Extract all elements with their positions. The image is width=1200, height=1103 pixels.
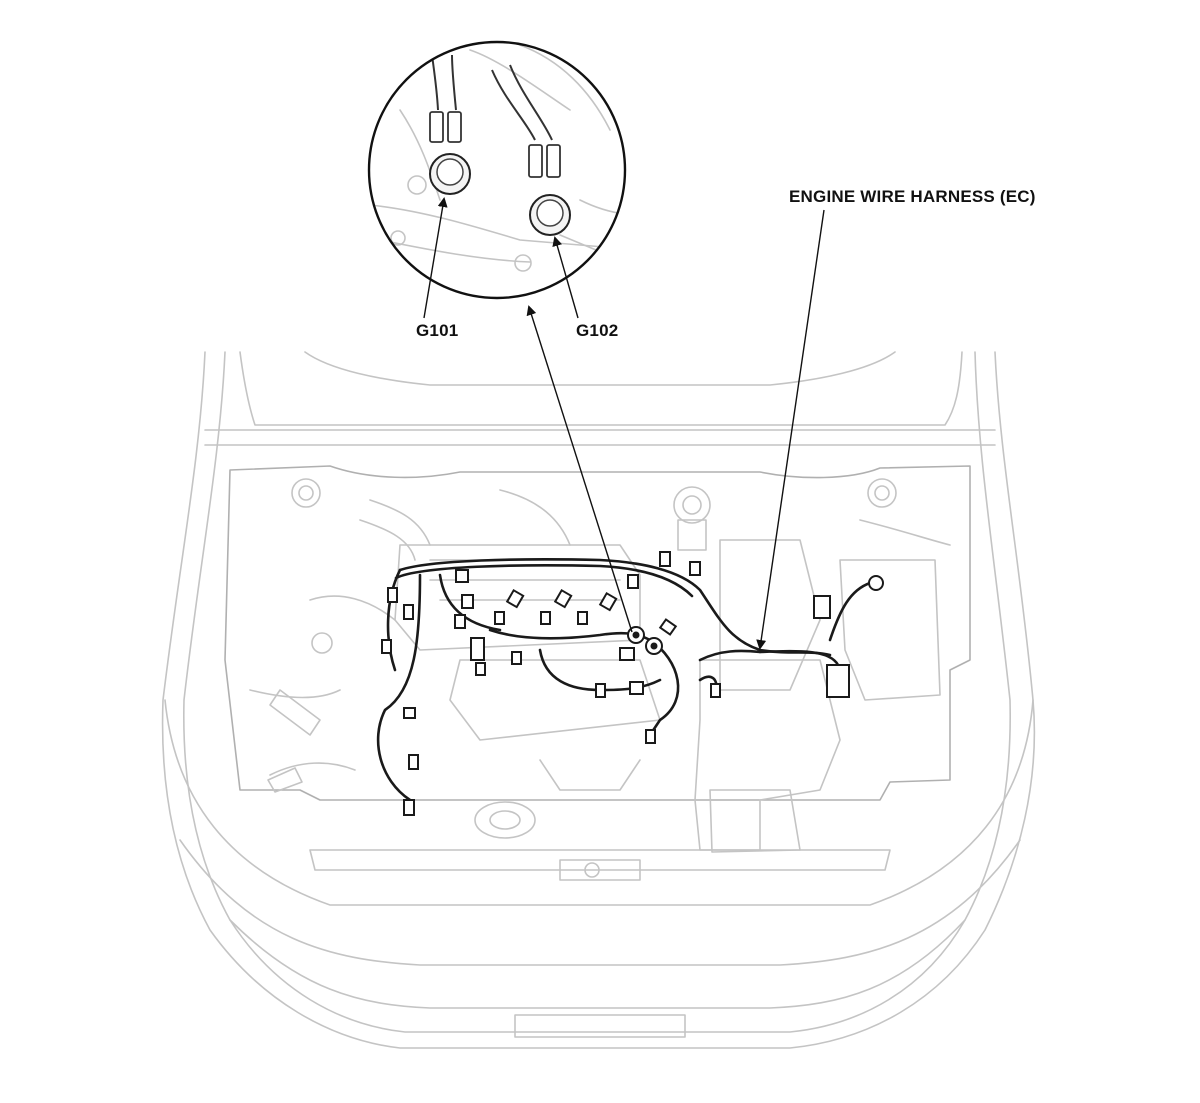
- zoom-arrow: [526, 305, 633, 633]
- harness-label: ENGINE WIRE HARNESS (EC): [789, 187, 1036, 206]
- vehicle-body-outline: [161, 351, 1036, 1049]
- zoom-inset: [367, 40, 627, 300]
- g101-label: G101: [416, 321, 459, 340]
- g102-leader: [552, 236, 579, 319]
- engine-wire-harness: [376, 551, 884, 816]
- g102-label: G102: [576, 321, 619, 340]
- engine-components: [249, 486, 951, 853]
- harness-leader: [756, 209, 825, 650]
- callout-leaders: [423, 197, 825, 650]
- g101-leader: [423, 197, 448, 319]
